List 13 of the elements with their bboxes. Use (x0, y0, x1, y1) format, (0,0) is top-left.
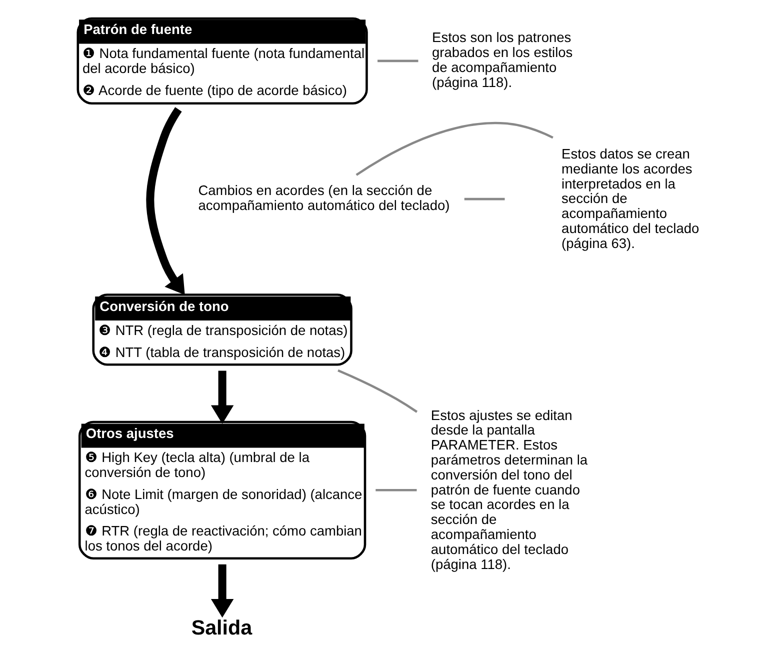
arrow (210, 370, 234, 424)
connector (464, 198, 504, 200)
arrow (210, 564, 234, 618)
connector (355, 122, 553, 176)
connector (377, 60, 418, 62)
node-text: Salida (190, 616, 252, 640)
node-text: Cambios en acordes (en la sección de acompañamiento automático del teclado) (198, 183, 450, 214)
node-text: Estos son los patrones grabados en los estilos de acompañamiento (página 118). (432, 30, 572, 90)
node-text: Estos datos se crean mediante los acordes interpretados en la sección de acompañamiento automático del teclado (página 63). (561, 146, 699, 251)
arrow (146, 107, 184, 295)
connector (375, 489, 416, 492)
connector (337, 369, 418, 413)
node-text: Estos ajustes se editan desde la pantalla PARAMETER. Estos parámetros determinan la conversión del tono del patrón de fuente cuando se tocan acordes en la sección de acompañamiento automático del teclado (página 118). (430, 408, 588, 572)
